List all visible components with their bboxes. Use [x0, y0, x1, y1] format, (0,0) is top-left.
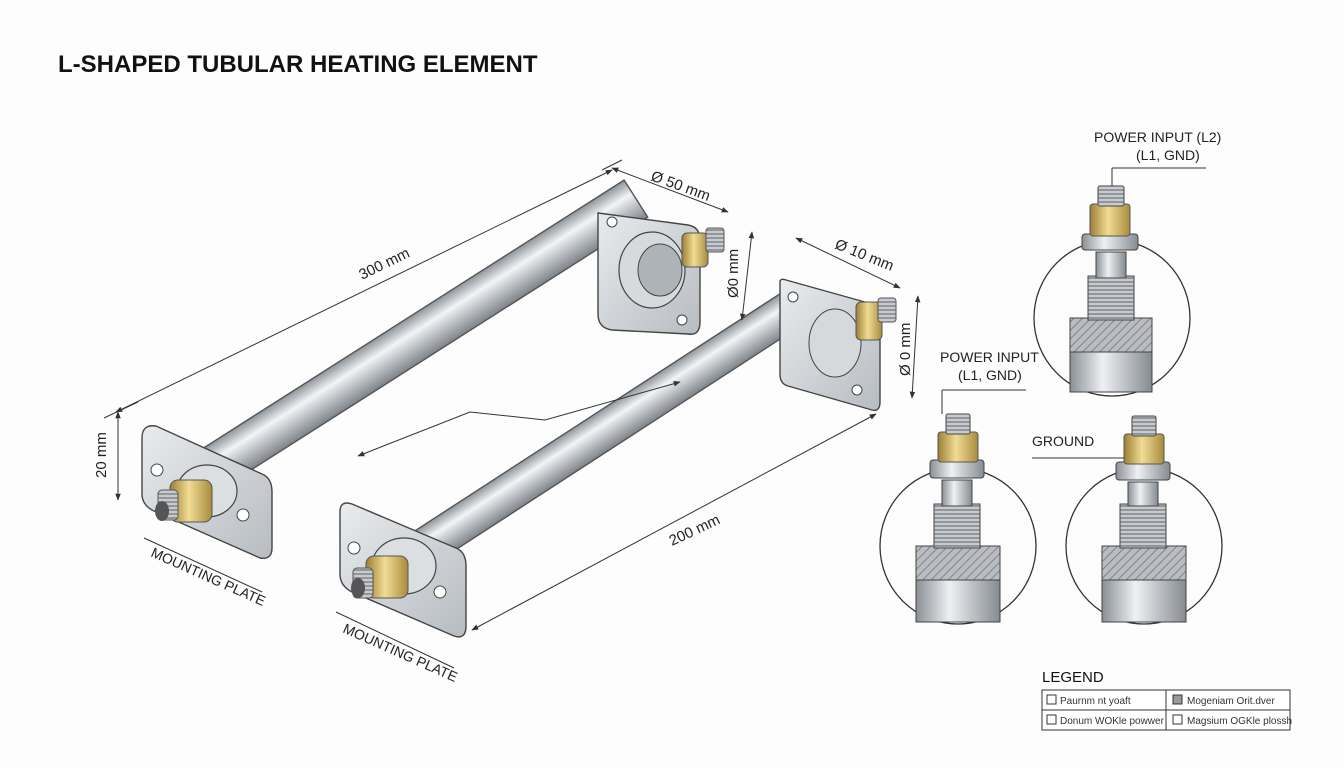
detail-left-line1: POWER INPUT — [940, 349, 1039, 365]
detail-power-input-top — [1033, 167, 1206, 397]
dim-side-a: Ø0 mm — [725, 249, 742, 298]
dim-height: 20 mm — [93, 432, 110, 478]
legend-swatch-2 — [1172, 694, 1183, 705]
legend: LEGEND Paurnm nt yoaft Mogeniam Orit.dve… — [1041, 669, 1292, 731]
mounting-plate-long-far — [597, 212, 725, 335]
legend-swatch-3 — [1046, 714, 1057, 725]
legend-title: LEGEND — [1042, 669, 1104, 686]
dim-side-b: Ø 0 mm — [897, 323, 914, 376]
dim-diameter-mid: Ø 10 mm — [833, 236, 897, 275]
detail-top-line1: POWER INPUT (L2) — [1094, 129, 1221, 145]
dim-length-short: 200 mm — [667, 511, 723, 549]
legend-swatch-1 — [1046, 694, 1057, 705]
heating-element-long — [141, 179, 725, 559]
detail-right-line1: GROUND — [1032, 433, 1094, 449]
detail-left-line2: (L1, GND) — [958, 367, 1022, 383]
page-title: L-SHAPED TUBULAR HEATING ELEMENT — [58, 51, 538, 78]
dim-diameter-top: Ø 50 mm — [649, 168, 713, 205]
mounting-plate-long-near — [141, 425, 273, 559]
dimension-lines — [103, 159, 921, 669]
detail-ground — [1032, 415, 1223, 625]
mounting-plate-short-near — [339, 502, 467, 638]
detail-top-line2: (L1, GND) — [1136, 147, 1200, 163]
legend-item: Mogeniam Orit.dver — [1187, 696, 1275, 707]
dim-length-long: 300 mm — [356, 245, 412, 284]
legend-item: Donum WOKle powwer — [1060, 716, 1165, 727]
detail-power-input-left — [879, 389, 1037, 625]
legend-item: Magsium OGKle plossh — [1187, 716, 1292, 727]
mounting-plate-short-far — [779, 278, 897, 412]
legend-swatch-4 — [1172, 714, 1183, 725]
legend-item: Paurnm nt yoaft — [1060, 696, 1131, 707]
